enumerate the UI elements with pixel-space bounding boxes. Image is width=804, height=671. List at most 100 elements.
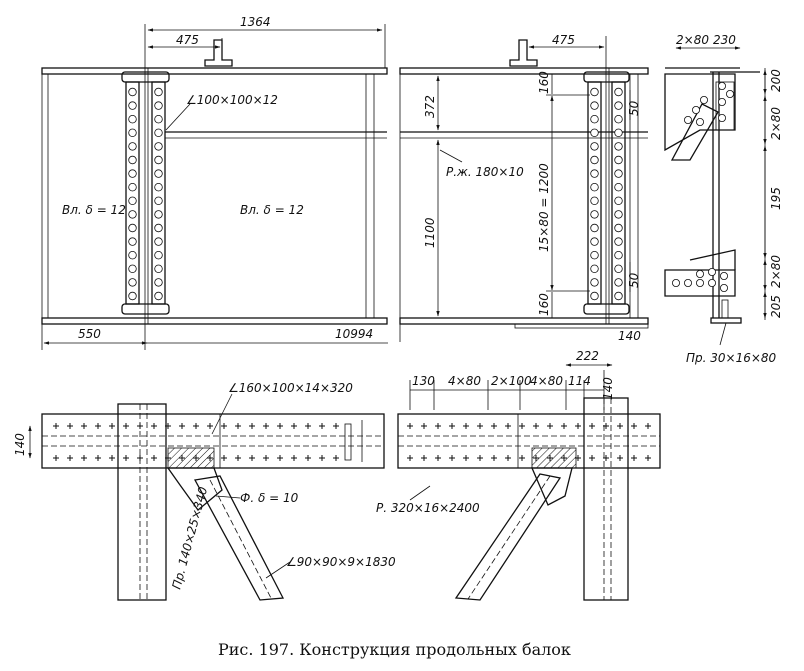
plate-label-left: Вл. δ = 12 <box>62 203 126 217</box>
rivet-mark <box>603 423 609 429</box>
rivet <box>614 182 623 192</box>
dim-2x100: 2×100 <box>491 374 532 388</box>
rivet-mark <box>407 455 413 461</box>
rivet-mark <box>519 423 525 429</box>
dim-475: 475 <box>176 33 199 47</box>
rivet-mark <box>249 423 255 429</box>
rivet-mark <box>463 455 469 461</box>
rivet <box>590 264 599 273</box>
rivet-mark <box>561 455 567 461</box>
rivet-mark <box>603 455 609 461</box>
rivet-mark <box>53 423 59 429</box>
strip-label-plan: Пр. 140×25×340 <box>169 485 210 591</box>
rivet-mark <box>193 455 199 461</box>
rivet-column <box>128 87 137 301</box>
rivet <box>590 169 599 178</box>
rivet-group <box>672 82 735 292</box>
rivet-mark <box>193 423 199 429</box>
dim-15x80: 15×80 = 1200 <box>537 163 551 252</box>
rivet-mark <box>263 455 269 461</box>
rivet-mark <box>631 455 637 461</box>
dim-1364: 1364 <box>240 15 271 29</box>
rivet <box>720 271 729 280</box>
rivet-mark <box>305 455 311 461</box>
rivet-column <box>154 87 163 301</box>
dim-372: 372 <box>423 95 437 118</box>
rivet-mark <box>151 423 157 429</box>
rivet-mark <box>165 455 171 461</box>
rivet-mark <box>207 423 213 429</box>
rivet-mark <box>123 423 129 429</box>
rivet-mark <box>95 455 101 461</box>
rivet <box>726 90 735 99</box>
rivet <box>718 114 727 123</box>
rivet <box>614 264 623 273</box>
dim-160-bottom: 160 <box>537 293 551 316</box>
rivet-mark <box>449 423 455 429</box>
rivet-mark <box>319 423 325 429</box>
rivet <box>672 278 681 287</box>
rivet-mark <box>179 455 185 461</box>
rivet-mark <box>435 455 441 461</box>
dim-140-plan: 140 <box>13 433 27 456</box>
rivet-mark <box>519 455 525 461</box>
dim-200: 200 <box>769 69 783 92</box>
rivet-mark <box>67 455 73 461</box>
rivet-rows <box>407 423 651 461</box>
rivet-mark <box>491 455 497 461</box>
rivet-rows <box>53 423 339 461</box>
rivet-mark <box>589 423 595 429</box>
dim-2x80-b: 2×80 <box>769 255 783 288</box>
dim-140-plan-right: 140 <box>601 377 615 400</box>
rivet <box>614 210 623 219</box>
rivet-mark <box>207 455 213 461</box>
rivet <box>708 267 717 276</box>
rivet <box>128 278 137 287</box>
dim-50-top: 50 <box>627 100 641 116</box>
rivet <box>590 278 599 287</box>
strip-label: Пр. 30×16×80 <box>686 351 777 365</box>
rivet <box>590 237 599 246</box>
rivet-mark <box>575 455 581 461</box>
rivet-mark <box>645 423 651 429</box>
rivet <box>154 182 163 192</box>
rivet <box>614 142 623 151</box>
rivet <box>154 196 163 205</box>
angle-label-plan: ∠160×100×14×320 <box>228 381 353 395</box>
rivet <box>128 237 137 246</box>
rivet-mark <box>249 455 255 461</box>
rivet-mark <box>547 423 553 429</box>
dim-205: 205 <box>769 295 783 318</box>
rivet <box>590 87 599 97</box>
view-plan-left: 140 ∠160×100×14×320 Ф. δ = 10 Пр. 140×25… <box>13 381 396 601</box>
rivet <box>684 116 693 125</box>
rivet <box>718 82 727 91</box>
rivet-mark <box>645 455 651 461</box>
rivet-column <box>614 87 623 301</box>
rivet <box>590 142 599 151</box>
rivet-mark <box>491 423 497 429</box>
rivet <box>128 142 137 151</box>
rivet-mark <box>333 423 339 429</box>
rivet-mark <box>81 455 87 461</box>
rivet <box>154 169 163 178</box>
figure-caption: Рис. 197. Конструкция продольных балок <box>218 640 571 659</box>
view-elevation-right: 475 372 1100 160 15×80 = 1200 160 50 50 … <box>399 33 649 343</box>
dim-2x80-top: 2×80 <box>676 33 709 47</box>
rivet-mark <box>575 423 581 429</box>
rivet <box>614 87 623 97</box>
view-plan-right: 222 130 4×80 2×100 4×80 114 140 Р. 320×1… <box>376 349 661 601</box>
dim-160-top: 160 <box>537 71 551 94</box>
rivet <box>590 128 599 137</box>
rivet-mark <box>137 423 143 429</box>
rivet <box>614 278 623 287</box>
rivet <box>128 87 137 97</box>
rivet <box>614 101 623 110</box>
rivet <box>696 269 705 278</box>
rivet-mark <box>407 423 413 429</box>
rivet <box>614 223 623 233</box>
dim-50-bottom: 50 <box>627 272 641 288</box>
rivet-mark <box>305 423 311 429</box>
rivet <box>154 223 163 233</box>
